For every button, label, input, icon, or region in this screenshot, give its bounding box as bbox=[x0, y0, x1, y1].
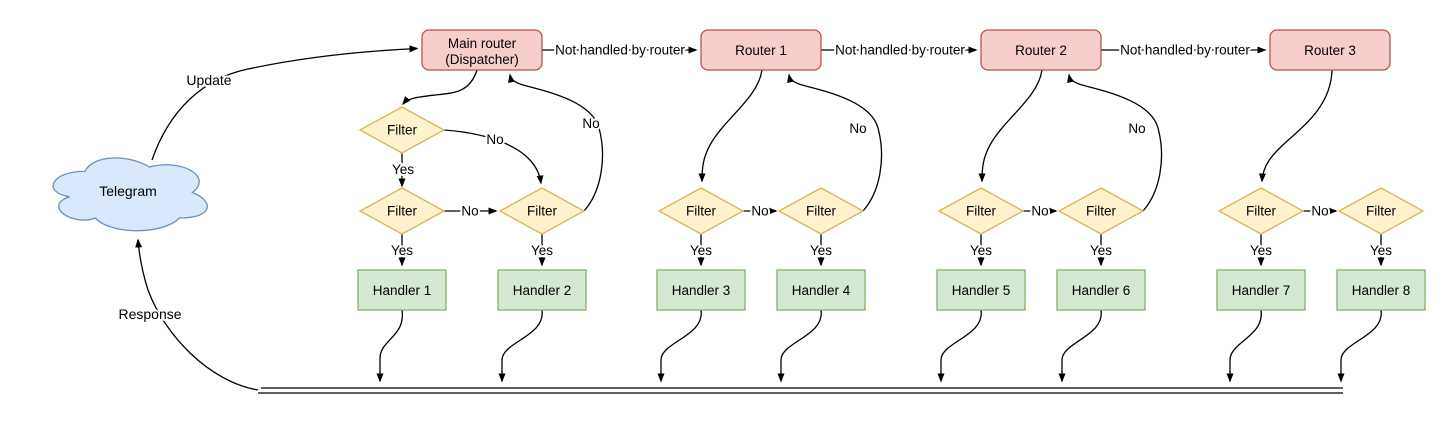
main-router-label-line2: (Dispatcher) bbox=[445, 52, 519, 67]
edge-update bbox=[151, 45, 419, 161]
router-3-label: Router 3 bbox=[1304, 43, 1356, 58]
edge-filter0-no bbox=[443, 129, 544, 185]
node-handler-4 bbox=[776, 269, 866, 311]
node-router-2 bbox=[980, 29, 1102, 71]
edge-handler-5-out bbox=[937, 309, 982, 383]
yes-label: Yes bbox=[391, 243, 413, 258]
filter-router1-2 bbox=[777, 187, 865, 235]
yes-label: Yes bbox=[1090, 243, 1112, 258]
filter-router3-2 bbox=[1337, 187, 1425, 235]
filter-label: Filter bbox=[1086, 204, 1117, 219]
handler-4-label: Handler 4 bbox=[792, 283, 851, 298]
no-label: No bbox=[1128, 121, 1145, 136]
filter-dispatcher-2 bbox=[498, 187, 586, 235]
node-handler-3 bbox=[656, 269, 746, 311]
filter-label: Filter bbox=[686, 204, 717, 219]
filter-label: Filter bbox=[387, 204, 418, 219]
edge-filter2b-return-no bbox=[787, 73, 883, 212]
handler-7-label: Handler 7 bbox=[1232, 283, 1291, 298]
yes-label: Yes bbox=[1370, 243, 1392, 258]
node-handler-6 bbox=[1056, 269, 1146, 311]
update-edge-label: Update bbox=[186, 72, 231, 88]
filter-label: Filter bbox=[966, 204, 997, 219]
handler-6-label: Handler 6 bbox=[1072, 283, 1131, 298]
handler-1-label: Handler 1 bbox=[373, 283, 432, 298]
no-label: No bbox=[1311, 204, 1328, 219]
node-handler-5 bbox=[936, 269, 1026, 311]
node-router-3 bbox=[1269, 29, 1391, 71]
telegram-cloud-node bbox=[52, 157, 208, 232]
no-label: No bbox=[461, 204, 478, 219]
no-label: No bbox=[486, 132, 503, 147]
no-label: No bbox=[1031, 204, 1048, 219]
node-handler-2 bbox=[497, 269, 587, 311]
node-handler-8 bbox=[1336, 269, 1426, 311]
yes-label: Yes bbox=[690, 243, 712, 258]
telegram-label: Telegram bbox=[99, 183, 157, 199]
no-label: No bbox=[582, 116, 599, 131]
edge-router1-to-filter bbox=[698, 69, 763, 183]
filter-router2-1 bbox=[937, 187, 1025, 235]
node-handler-7 bbox=[1216, 269, 1306, 311]
filter-router3-1 bbox=[1217, 187, 1305, 235]
not-handled-label-1: Not handled by router bbox=[555, 43, 685, 58]
handler-3-label: Handler 3 bbox=[672, 283, 731, 298]
edge-handler-8-out bbox=[1337, 309, 1382, 383]
edge-filter3b-return-no bbox=[1067, 73, 1163, 212]
not-handled-label-3: Not handled by router bbox=[1120, 43, 1250, 58]
edge-handler-3-out bbox=[657, 309, 702, 383]
filter-label: Filter bbox=[1246, 204, 1277, 219]
edge-filter1b-return-no bbox=[508, 73, 604, 212]
filter-label: Filter bbox=[527, 204, 558, 219]
yes-label: Yes bbox=[392, 162, 414, 177]
edge-dispatcher-to-filter bbox=[402, 69, 478, 106]
node-router-1 bbox=[700, 29, 822, 71]
edge-handler-6-out bbox=[1058, 309, 1102, 383]
yes-label: Yes bbox=[810, 243, 832, 258]
yes-label: Yes bbox=[531, 243, 553, 258]
edge-response bbox=[135, 238, 259, 391]
edge-router2-to-filter bbox=[978, 69, 1043, 183]
edge-handler-7-out bbox=[1226, 309, 1262, 383]
filter-dispatcher-outer bbox=[358, 106, 446, 154]
filter-label: Filter bbox=[1366, 204, 1397, 219]
handler-5-label: Handler 5 bbox=[952, 283, 1011, 298]
yes-label: Yes bbox=[970, 243, 992, 258]
edge-handler-1-out bbox=[376, 309, 403, 383]
router-2-label: Router 2 bbox=[1015, 43, 1067, 58]
handler-8-label: Handler 8 bbox=[1352, 283, 1411, 298]
handler-2-label: Handler 2 bbox=[513, 283, 572, 298]
filter-router2-2 bbox=[1057, 187, 1145, 235]
filter-label: Filter bbox=[387, 123, 418, 138]
node-handler-1 bbox=[357, 269, 447, 311]
main-router-label-line1: Main router bbox=[448, 36, 517, 51]
no-label: No bbox=[849, 121, 866, 136]
filter-router1-1 bbox=[657, 187, 745, 235]
filter-dispatcher-1 bbox=[358, 187, 446, 235]
node-main-router bbox=[421, 29, 543, 71]
filter-label: Filter bbox=[806, 204, 837, 219]
not-handled-label-2: Not handled by router bbox=[835, 43, 965, 58]
edge-handler-4-out bbox=[777, 309, 822, 383]
edge-router3-to-filter bbox=[1258, 69, 1333, 183]
response-edge-label: Response bbox=[118, 306, 181, 322]
no-label: No bbox=[751, 204, 768, 219]
yes-label: Yes bbox=[1250, 243, 1272, 258]
router-1-label: Router 1 bbox=[735, 43, 787, 58]
edge-handler-2-out bbox=[498, 309, 543, 383]
